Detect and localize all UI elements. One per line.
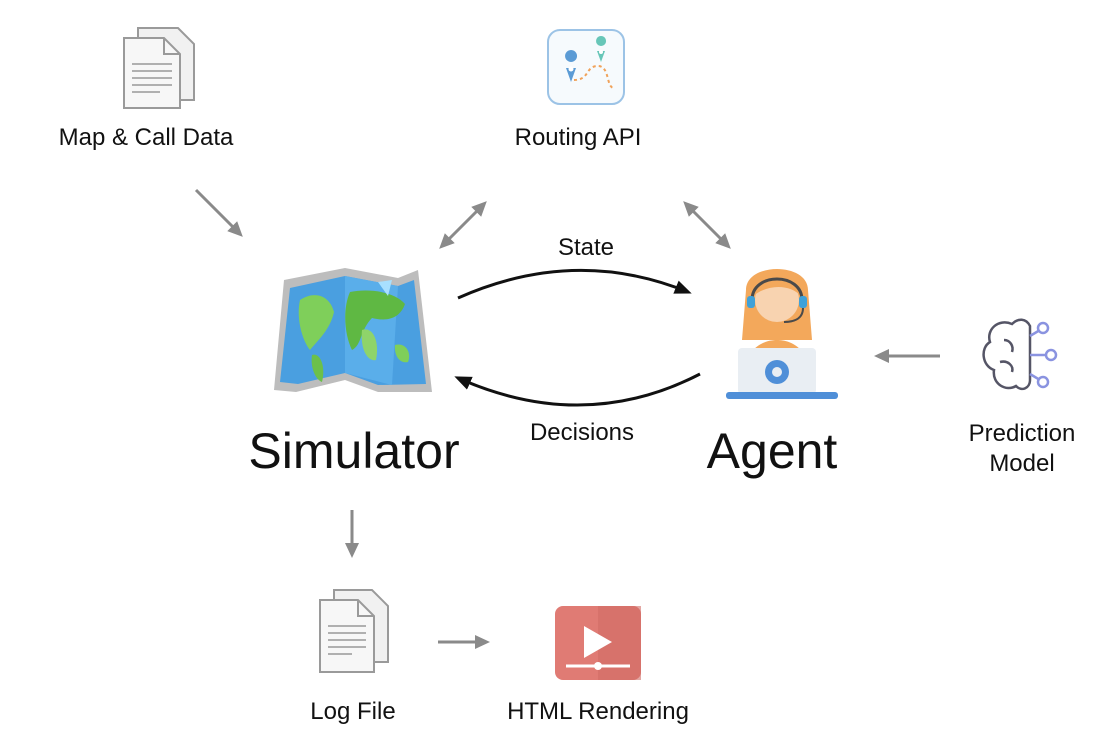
log-file-icon <box>319 589 389 673</box>
state-label: State <box>557 234 615 261</box>
simulator-map-icon <box>274 268 432 392</box>
agent-label: Agent <box>706 423 838 479</box>
agent-icon <box>726 269 838 399</box>
data-to-simulator-arrow <box>194 188 243 237</box>
routing-api-icon <box>547 29 625 105</box>
map-call-data-icon <box>123 27 195 109</box>
map-call-data-label: Map & Call Data <box>58 124 234 151</box>
decisions-label: Decisions <box>529 419 635 446</box>
simulator-routing-arrow <box>439 201 487 249</box>
routing-agent-arrow <box>683 201 731 249</box>
prediction-model-icon <box>982 318 1058 391</box>
html-rendering-label: HTML Rendering <box>507 698 689 725</box>
state-arrow <box>457 269 692 300</box>
html-rendering-icon <box>555 606 641 680</box>
routing-api-label: Routing API <box>514 124 642 151</box>
decisions-arrow <box>454 372 701 407</box>
prediction-model-label-line2: Model <box>989 450 1055 477</box>
simulator-label: Simulator <box>248 423 460 479</box>
log-file-label: Log File <box>310 698 396 725</box>
prediction-model-label-line1: Prediction <box>968 420 1076 447</box>
